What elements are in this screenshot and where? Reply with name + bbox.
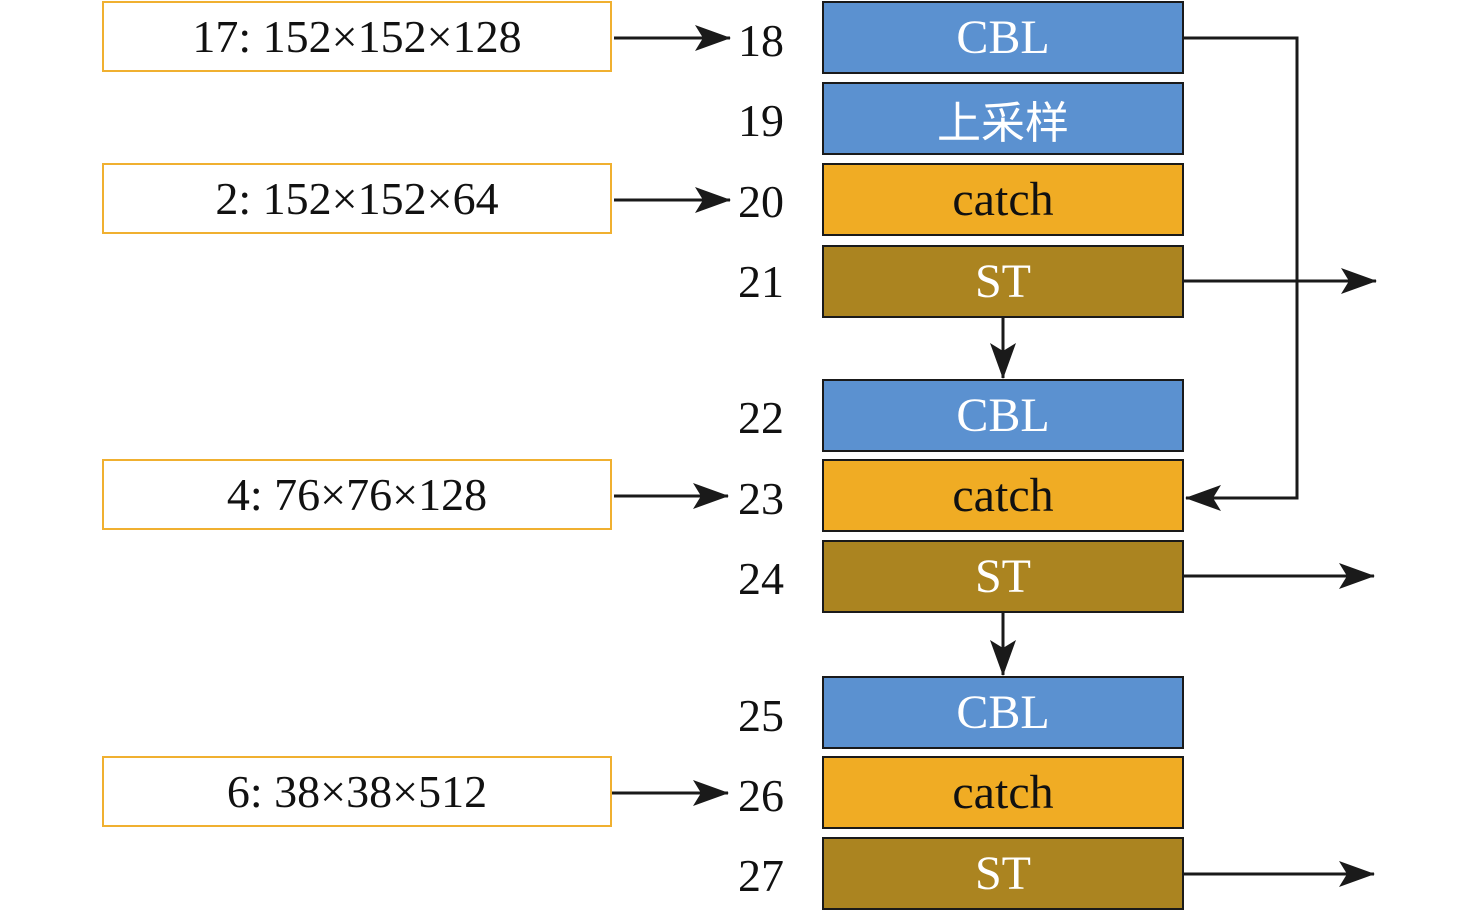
layer-index-21: 21 xyxy=(738,256,784,307)
layer-block-27-st: ST xyxy=(822,837,1184,910)
input-box-6: 6: 38×38×512 xyxy=(102,756,612,827)
layer-block-23-catch: catch xyxy=(822,459,1184,532)
layer-index-27: 27 xyxy=(738,850,784,901)
layer-block-22-cbl: CBL xyxy=(822,379,1184,452)
input-box-4: 4: 76×76×128 xyxy=(102,459,612,530)
layer-block-21-st: ST xyxy=(822,245,1184,318)
layer-index-26: 26 xyxy=(738,770,784,821)
layer-index-18: 18 xyxy=(738,15,784,66)
layer-block-24-st: ST xyxy=(822,540,1184,613)
layer-block-19-upsample: 上采样 xyxy=(822,82,1184,155)
layer-index-20: 20 xyxy=(738,176,784,227)
layer-block-20-catch: catch xyxy=(822,163,1184,236)
layer-block-26-catch: catch xyxy=(822,756,1184,829)
layer-block-18-cbl: CBL xyxy=(822,1,1184,74)
layer-index-23: 23 xyxy=(738,473,784,524)
layer-index-19: 19 xyxy=(738,95,784,146)
input-box-2: 2: 152×152×64 xyxy=(102,163,612,234)
input-box-17: 17: 152×152×128 xyxy=(102,1,612,72)
arrow-skip-18-to-23 xyxy=(1184,36,1299,511)
layer-index-24: 24 xyxy=(738,553,784,604)
layer-index-25: 25 xyxy=(738,690,784,741)
layer-index-22: 22 xyxy=(738,392,784,443)
layer-block-25-cbl: CBL xyxy=(822,676,1184,749)
